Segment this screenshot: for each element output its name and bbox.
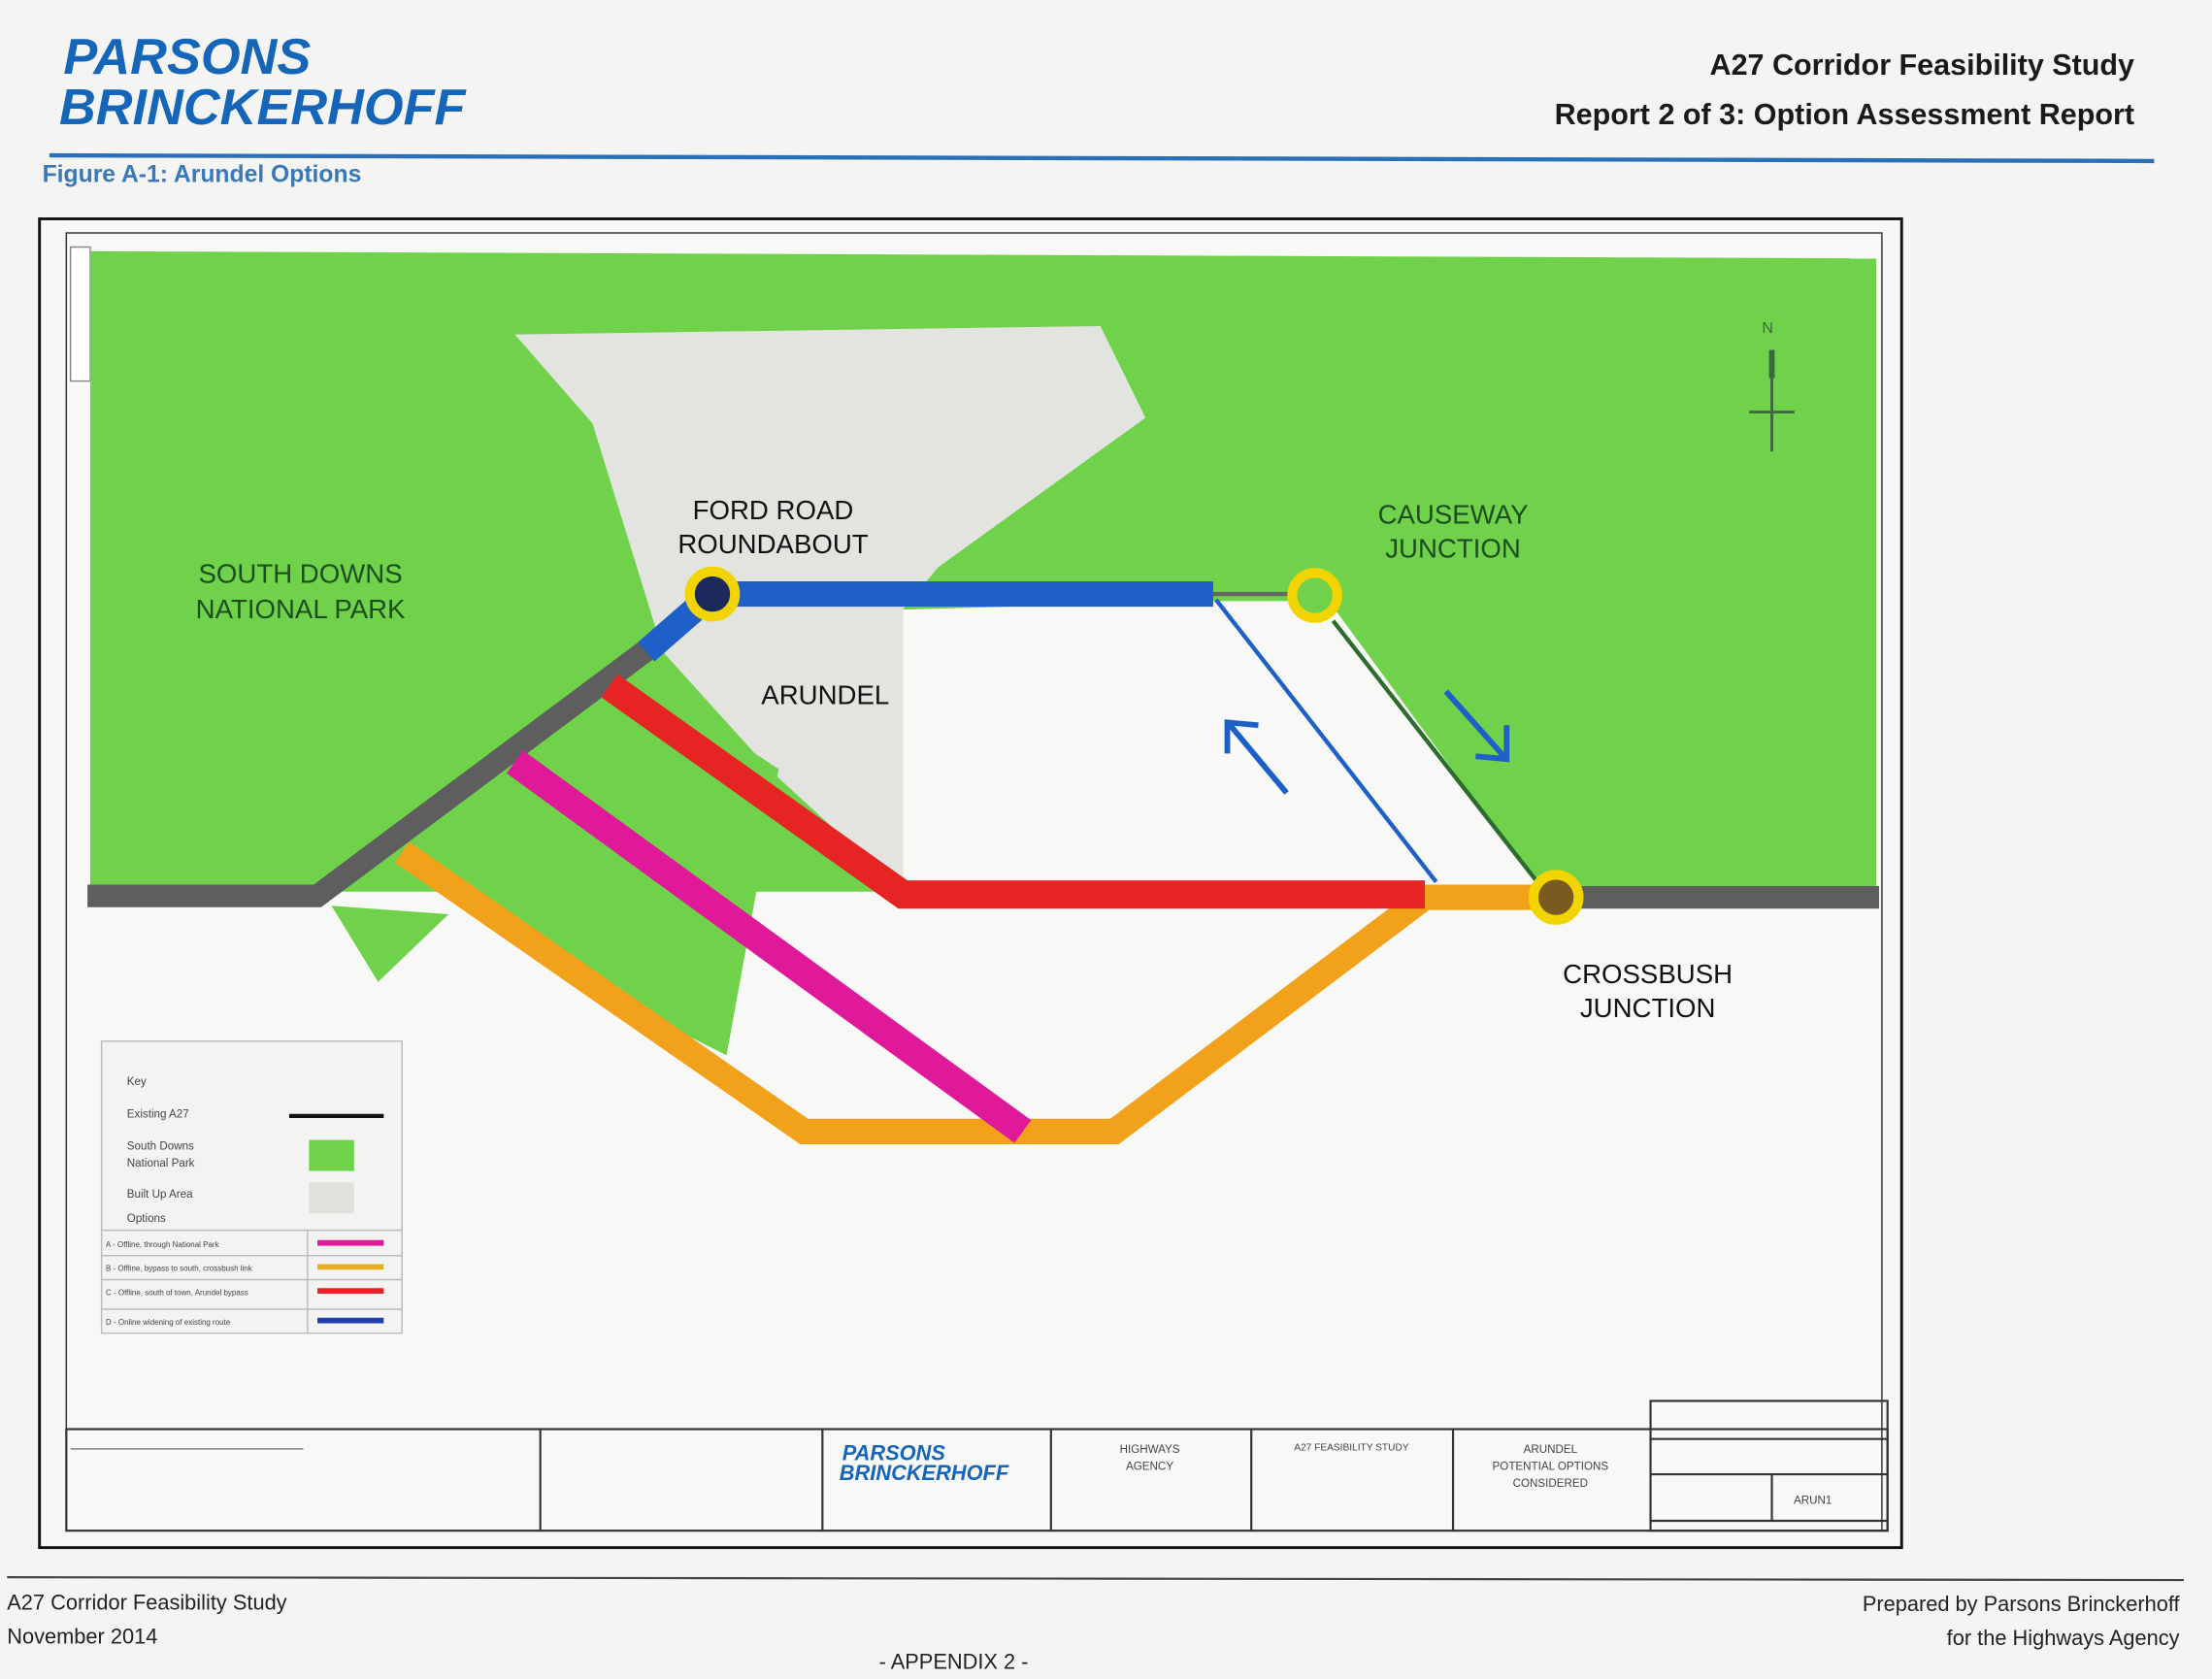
option-c-route[interactable] bbox=[601, 674, 1425, 909]
drawing-title-3: CONSIDERED bbox=[1513, 1477, 1588, 1490]
legend-option-a: A - Offline, through National Park bbox=[106, 1240, 219, 1249]
drawing-title-1: ARUNDEL bbox=[1524, 1443, 1578, 1456]
report-subtitle: Report 2 of 3: Option Assessment Report bbox=[1555, 98, 2134, 131]
footer-client: for the Highways Agency bbox=[1947, 1626, 2180, 1650]
legend-built-up: Built Up Area bbox=[127, 1188, 193, 1201]
drawing-number: ARUN1 bbox=[1794, 1495, 1832, 1507]
report-title: A27 Corridor Feasibility Study bbox=[1710, 49, 2135, 82]
label-park-2: NATIONAL PARK bbox=[196, 594, 406, 624]
legend-built-up-swatch bbox=[309, 1182, 354, 1214]
client-1: HIGHWAYS bbox=[1120, 1443, 1180, 1456]
causeway-road bbox=[1331, 619, 1542, 888]
label-crossbush-1: CROSSBUSH bbox=[1563, 959, 1733, 989]
legend: Key Existing A27 South Downs National Pa… bbox=[100, 1040, 403, 1334]
label-ford-2: ROUNDABOUT bbox=[677, 529, 868, 559]
figure-caption: Figure A-1: Arundel Options bbox=[43, 162, 362, 188]
legend-options-title: Options bbox=[127, 1212, 166, 1225]
causeway-junction[interactable] bbox=[1287, 568, 1342, 623]
legend-park-1: South Downs bbox=[127, 1140, 194, 1153]
option-b-route[interactable] bbox=[394, 841, 1552, 1144]
label-crossbush-2: JUNCTION bbox=[1580, 993, 1716, 1023]
ford-road-junction[interactable] bbox=[684, 566, 741, 622]
arrow-northwest-icon bbox=[1224, 719, 1289, 795]
park-patch bbox=[409, 666, 779, 1056]
existing-a27-west bbox=[87, 628, 671, 907]
legend-title: Key bbox=[127, 1075, 147, 1088]
title-block bbox=[65, 1399, 1889, 1532]
logo-brinckerhoff: BRINCKERHOFF bbox=[59, 80, 468, 136]
label-ford-1: FORD ROAD bbox=[693, 495, 854, 525]
option-d-link[interactable] bbox=[1214, 598, 1438, 883]
header-rule bbox=[49, 152, 2155, 164]
arrow-southeast-icon bbox=[1443, 689, 1510, 763]
margin-tab bbox=[69, 246, 91, 382]
legend-option-d: D - Online widening of existing route bbox=[106, 1318, 231, 1327]
built-up-area bbox=[514, 325, 1146, 892]
legend-park-2: National Park bbox=[127, 1157, 195, 1169]
footer-appendix: - APPENDIX 2 - bbox=[879, 1650, 1029, 1674]
label-park-1: SOUTH DOWNS bbox=[199, 558, 403, 588]
label-causeway-1: CAUSEWAY bbox=[1378, 499, 1529, 529]
label-arundel: ARUNDEL bbox=[761, 679, 889, 709]
title-block-logo-2: BRINCKERHOFF bbox=[840, 1461, 1009, 1485]
footer-rule bbox=[7, 1576, 2184, 1582]
map: N SOUTH DOWNS NATIONAL PARK FORD ROAD RO… bbox=[87, 250, 1879, 1144]
arundel-white-area bbox=[903, 601, 1538, 895]
footer-prepared-by: Prepared by Parsons Brinckerhoff bbox=[1863, 1592, 2181, 1616]
project-name: A27 FEASIBILITY STUDY bbox=[1294, 1442, 1409, 1453]
north-arrow-icon bbox=[1749, 349, 1795, 452]
drawing-title-2: POTENTIAL OPTIONS bbox=[1493, 1461, 1609, 1473]
footer-date: November 2014 bbox=[7, 1624, 157, 1648]
legend-existing: Existing A27 bbox=[127, 1107, 189, 1120]
legend-option-c: C - Offline, south of town, Arundel bypa… bbox=[106, 1288, 248, 1297]
crossbush-junction[interactable] bbox=[1528, 870, 1584, 925]
label-causeway-2: JUNCTION bbox=[1385, 533, 1521, 563]
park-patch bbox=[331, 905, 449, 982]
legend-park-swatch bbox=[309, 1139, 354, 1171]
option-a-route[interactable] bbox=[506, 750, 1032, 1143]
footer-study: A27 Corridor Feasibility Study bbox=[7, 1591, 286, 1615]
title-block-logo-1: PARSONS bbox=[842, 1441, 946, 1465]
client-2: AGENCY bbox=[1126, 1461, 1173, 1473]
logo-parsons: PARSONS bbox=[63, 29, 311, 85]
legend-option-b: B - Offline, bypass to south, crossbush … bbox=[106, 1265, 252, 1273]
north-label: N bbox=[1762, 320, 1773, 337]
